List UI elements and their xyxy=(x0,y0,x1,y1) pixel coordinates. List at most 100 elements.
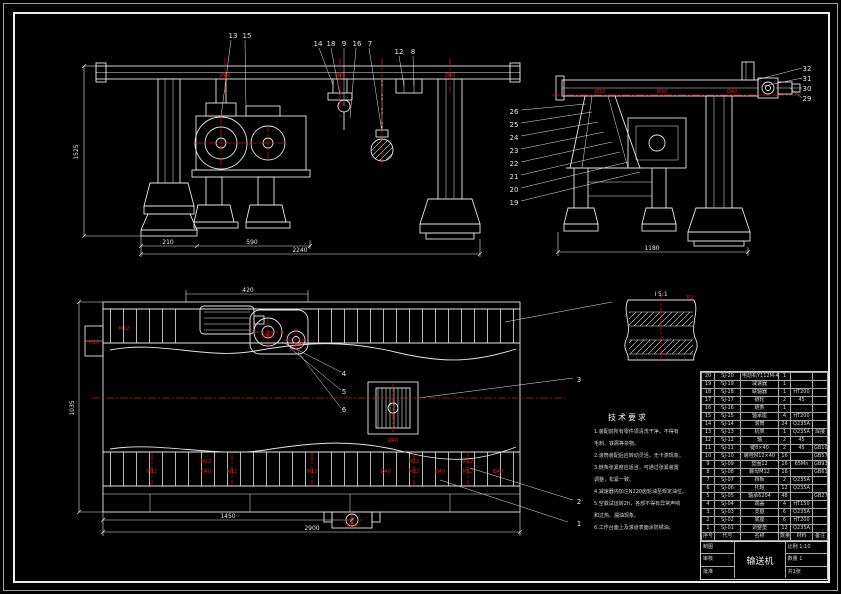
title-block: 20 SJ-20 电动机Y112M-4 1 19 SJ-19 减速器 1 xyxy=(700,371,828,580)
dim-plan-top: 420 xyxy=(242,287,254,294)
part-qty: 1 xyxy=(778,380,791,389)
part-note xyxy=(812,500,828,509)
dim-front-total: 2240 xyxy=(292,247,307,254)
parts-row: 19 SJ-19 减速器 1 xyxy=(701,380,828,389)
dim-front-seg2: 590 xyxy=(246,239,258,246)
part-material: 45 xyxy=(790,436,813,445)
red-mark: Ø60 xyxy=(263,332,273,339)
part-note xyxy=(812,484,828,493)
part-note xyxy=(812,396,828,405)
part-qty: 12 xyxy=(778,524,791,533)
tech-line: 毛刺、铁屑等杂物。 xyxy=(594,441,640,447)
part-seq: 8 xyxy=(701,468,715,477)
part-note: GB5782 xyxy=(812,452,828,461)
red-mark: M12 xyxy=(463,459,474,465)
parts-row: 12 SJ-12 轴 2 45 xyxy=(701,436,828,445)
part-code: SJ-01 xyxy=(714,524,741,533)
part-note: GB93 xyxy=(812,460,828,469)
approved-label: 批准 xyxy=(703,568,714,575)
part-material xyxy=(790,468,813,477)
balloon: 23 xyxy=(510,147,519,155)
part-seq: 16 xyxy=(701,404,715,413)
part-material: Q235A xyxy=(790,524,813,533)
header-name: 名称 xyxy=(740,532,779,541)
part-note xyxy=(812,388,828,397)
part-seq: 2 xyxy=(701,516,715,525)
red-mark: Ø40 xyxy=(435,468,445,475)
part-note xyxy=(812,380,828,389)
part-material xyxy=(790,380,813,389)
part-material: Q235A xyxy=(790,508,813,517)
part-qty: 1 xyxy=(778,428,791,437)
dim-plan-seg: 1450 xyxy=(220,513,235,520)
dim-plan-total: 2900 xyxy=(304,525,319,532)
parts-row: 6 SJ-06 托辊 12 Q235A xyxy=(701,484,828,493)
part-material xyxy=(790,404,813,413)
parts-row: 7 SJ-07 挡板 2 Q235A xyxy=(701,476,828,485)
red-mark: Ø40 xyxy=(220,72,230,79)
red-mark: Ø40 xyxy=(445,72,455,79)
part-code: SJ-05 xyxy=(714,492,741,501)
part-material xyxy=(790,492,813,501)
tech-line: 6.工作台面上及滚道表面涂防锈油。 xyxy=(594,525,674,531)
part-qty: 16 xyxy=(778,460,791,469)
dim-front-height: 1525 xyxy=(73,144,80,159)
parts-row: 5 SJ-05 轴承6204 48 GB276 xyxy=(701,492,828,501)
balloon: 31 xyxy=(803,75,812,83)
part-note xyxy=(812,412,828,421)
part-qty: 16 xyxy=(778,452,791,461)
part-note xyxy=(812,524,828,533)
parts-row: 20 SJ-20 电动机Y112M-4 1 xyxy=(701,372,828,381)
balloon: 29 xyxy=(803,95,812,103)
red-mark: M10 xyxy=(89,340,100,346)
red-mark: M12 xyxy=(409,459,420,465)
part-material: 45 xyxy=(790,396,813,405)
red-mark: Ø30 xyxy=(657,88,667,95)
part-qty: 48 xyxy=(778,492,791,501)
header-seq: 序号 xyxy=(701,532,715,541)
scale-cell: 比例 1:10 xyxy=(785,542,827,555)
header-note: 备注 xyxy=(812,532,828,541)
part-seq: 18 xyxy=(701,388,715,397)
tech-title: 技术要求 xyxy=(608,413,648,422)
balloon: 20 xyxy=(510,186,519,194)
balloon: 13 xyxy=(229,32,238,40)
part-name: 螺母M12 xyxy=(740,468,779,477)
checked-label: 审核 xyxy=(701,554,735,567)
part-seq: 1 xyxy=(701,524,715,533)
red-mark: Ø30 xyxy=(595,88,605,95)
balloon: 9 xyxy=(342,40,346,48)
parts-row: 13 SJ-13 机架 1 Q235A 焊接 xyxy=(701,428,828,437)
part-note xyxy=(812,436,828,445)
part-seq: 19 xyxy=(701,380,715,389)
part-name: 挡板 xyxy=(740,476,779,485)
red-mark: M12 xyxy=(463,469,474,475)
part-seq: 17 xyxy=(701,396,715,405)
tech-line: 3.链条张紧度应适当，可通过张紧装置 xyxy=(594,465,679,471)
part-material: 65Mn xyxy=(790,460,813,469)
parts-row: 8 SJ-08 螺母M12 16 GB6170 xyxy=(701,468,828,477)
part-code: SJ-15 xyxy=(714,412,741,421)
part-seq: 12 xyxy=(701,436,715,445)
part-qty: 6 xyxy=(778,508,791,517)
balloon: 1 xyxy=(577,520,581,528)
part-qty: 2 xyxy=(778,436,791,445)
part-material xyxy=(790,372,813,381)
part-qty: 1 xyxy=(778,388,791,397)
part-seq: 15 xyxy=(701,412,715,421)
part-name: 支腿 xyxy=(740,508,779,517)
part-code: SJ-02 xyxy=(714,516,741,525)
drawn-label: 制图 xyxy=(701,542,735,555)
technical-requirements: 技术要求 1.装配前所有零件须清洗干净，不得有 毛刺、铁屑等杂物。2.滚筒装配后… xyxy=(594,412,706,534)
red-marks: Ø40 Ø40 Ø40 Ø30 Ø30 Ø40 Ø60 Ø40 M10 M12 … xyxy=(89,72,738,529)
part-material: Q235A xyxy=(790,428,813,437)
part-code: SJ-18 xyxy=(714,388,741,397)
part-material: Q235A xyxy=(790,476,813,485)
part-name: 键8×40 xyxy=(740,444,779,453)
title-info: 制图 审核 批准 输送机 比例 1:10 数量 1 共1张 xyxy=(701,541,827,578)
dim-plan-height: 1035 xyxy=(69,400,76,415)
sheet-cell: 共1张 xyxy=(787,568,801,575)
balloon: 12 xyxy=(395,48,404,56)
part-code: SJ-09 xyxy=(714,460,741,469)
part-note: 焊接 xyxy=(812,428,828,437)
